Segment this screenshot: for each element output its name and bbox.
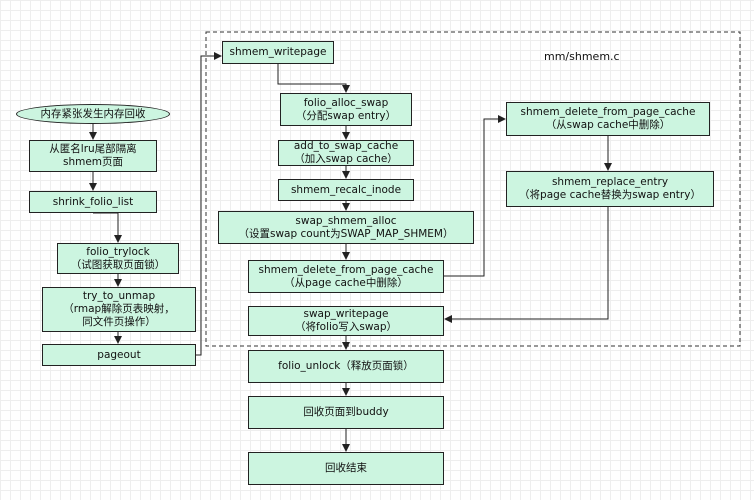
edge-pageout-writepage: [196, 52, 222, 356]
node-reclaim-end[interactable]: 回收结束: [248, 452, 444, 485]
edge-writepage-alloc: [277, 64, 350, 93]
node-swap-writepage[interactable]: swap_writepage （将folio写入swap）: [248, 306, 444, 336]
node-isolate-shmem[interactable]: 从匿名lru尾部隔离 shmem页面: [29, 140, 157, 172]
node-add-to-swap-cache[interactable]: add_to_swap_cache （加入swap cache）: [278, 140, 414, 166]
node-shrink-folio-list[interactable]: shrink_folio_list: [29, 191, 157, 213]
edge-replace-swapwrite: [444, 207, 609, 323]
node-shmem-replace-entry[interactable]: shmem_replace_entry （将page cache替换为swap …: [506, 171, 714, 207]
node-shmem-recalc-inode[interactable]: shmem_recalc_inode: [278, 179, 414, 201]
node-folio-alloc-swap[interactable]: folio_alloc_swap （分配swap entry）: [280, 93, 412, 126]
node-delete-from-page-cache[interactable]: shmem_delete_from_page_cache （从page cach…: [248, 260, 444, 293]
shmem-region: [205, 31, 741, 347]
node-reclaim-to-buddy[interactable]: 回收页面到buddy: [248, 396, 444, 429]
node-try-to-unmap[interactable]: try_to_unmap （rmap解除页表映射， 同文件页操作）: [42, 287, 196, 332]
edge-delete-deleteswap: [444, 115, 506, 277]
node-swap-shmem-alloc[interactable]: swap_shmem_alloc （设置swap count为SWAP_MAP_…: [218, 211, 474, 244]
node-reclaim-start[interactable]: 内存紧张发生内存回收: [16, 104, 170, 124]
node-folio-unlock[interactable]: folio_unlock（释放页面锁）: [248, 350, 444, 383]
node-shmem-writepage[interactable]: shmem_writepage: [222, 41, 334, 64]
region-label: mm/shmem.c: [544, 50, 620, 63]
node-pageout[interactable]: pageout: [42, 344, 196, 366]
node-delete-from-swap-cache[interactable]: shmem_delete_from_page_cache （从swap cach…: [506, 102, 710, 136]
node-folio-trylock[interactable]: folio_trylock （试图获取页面锁）: [57, 243, 179, 274]
